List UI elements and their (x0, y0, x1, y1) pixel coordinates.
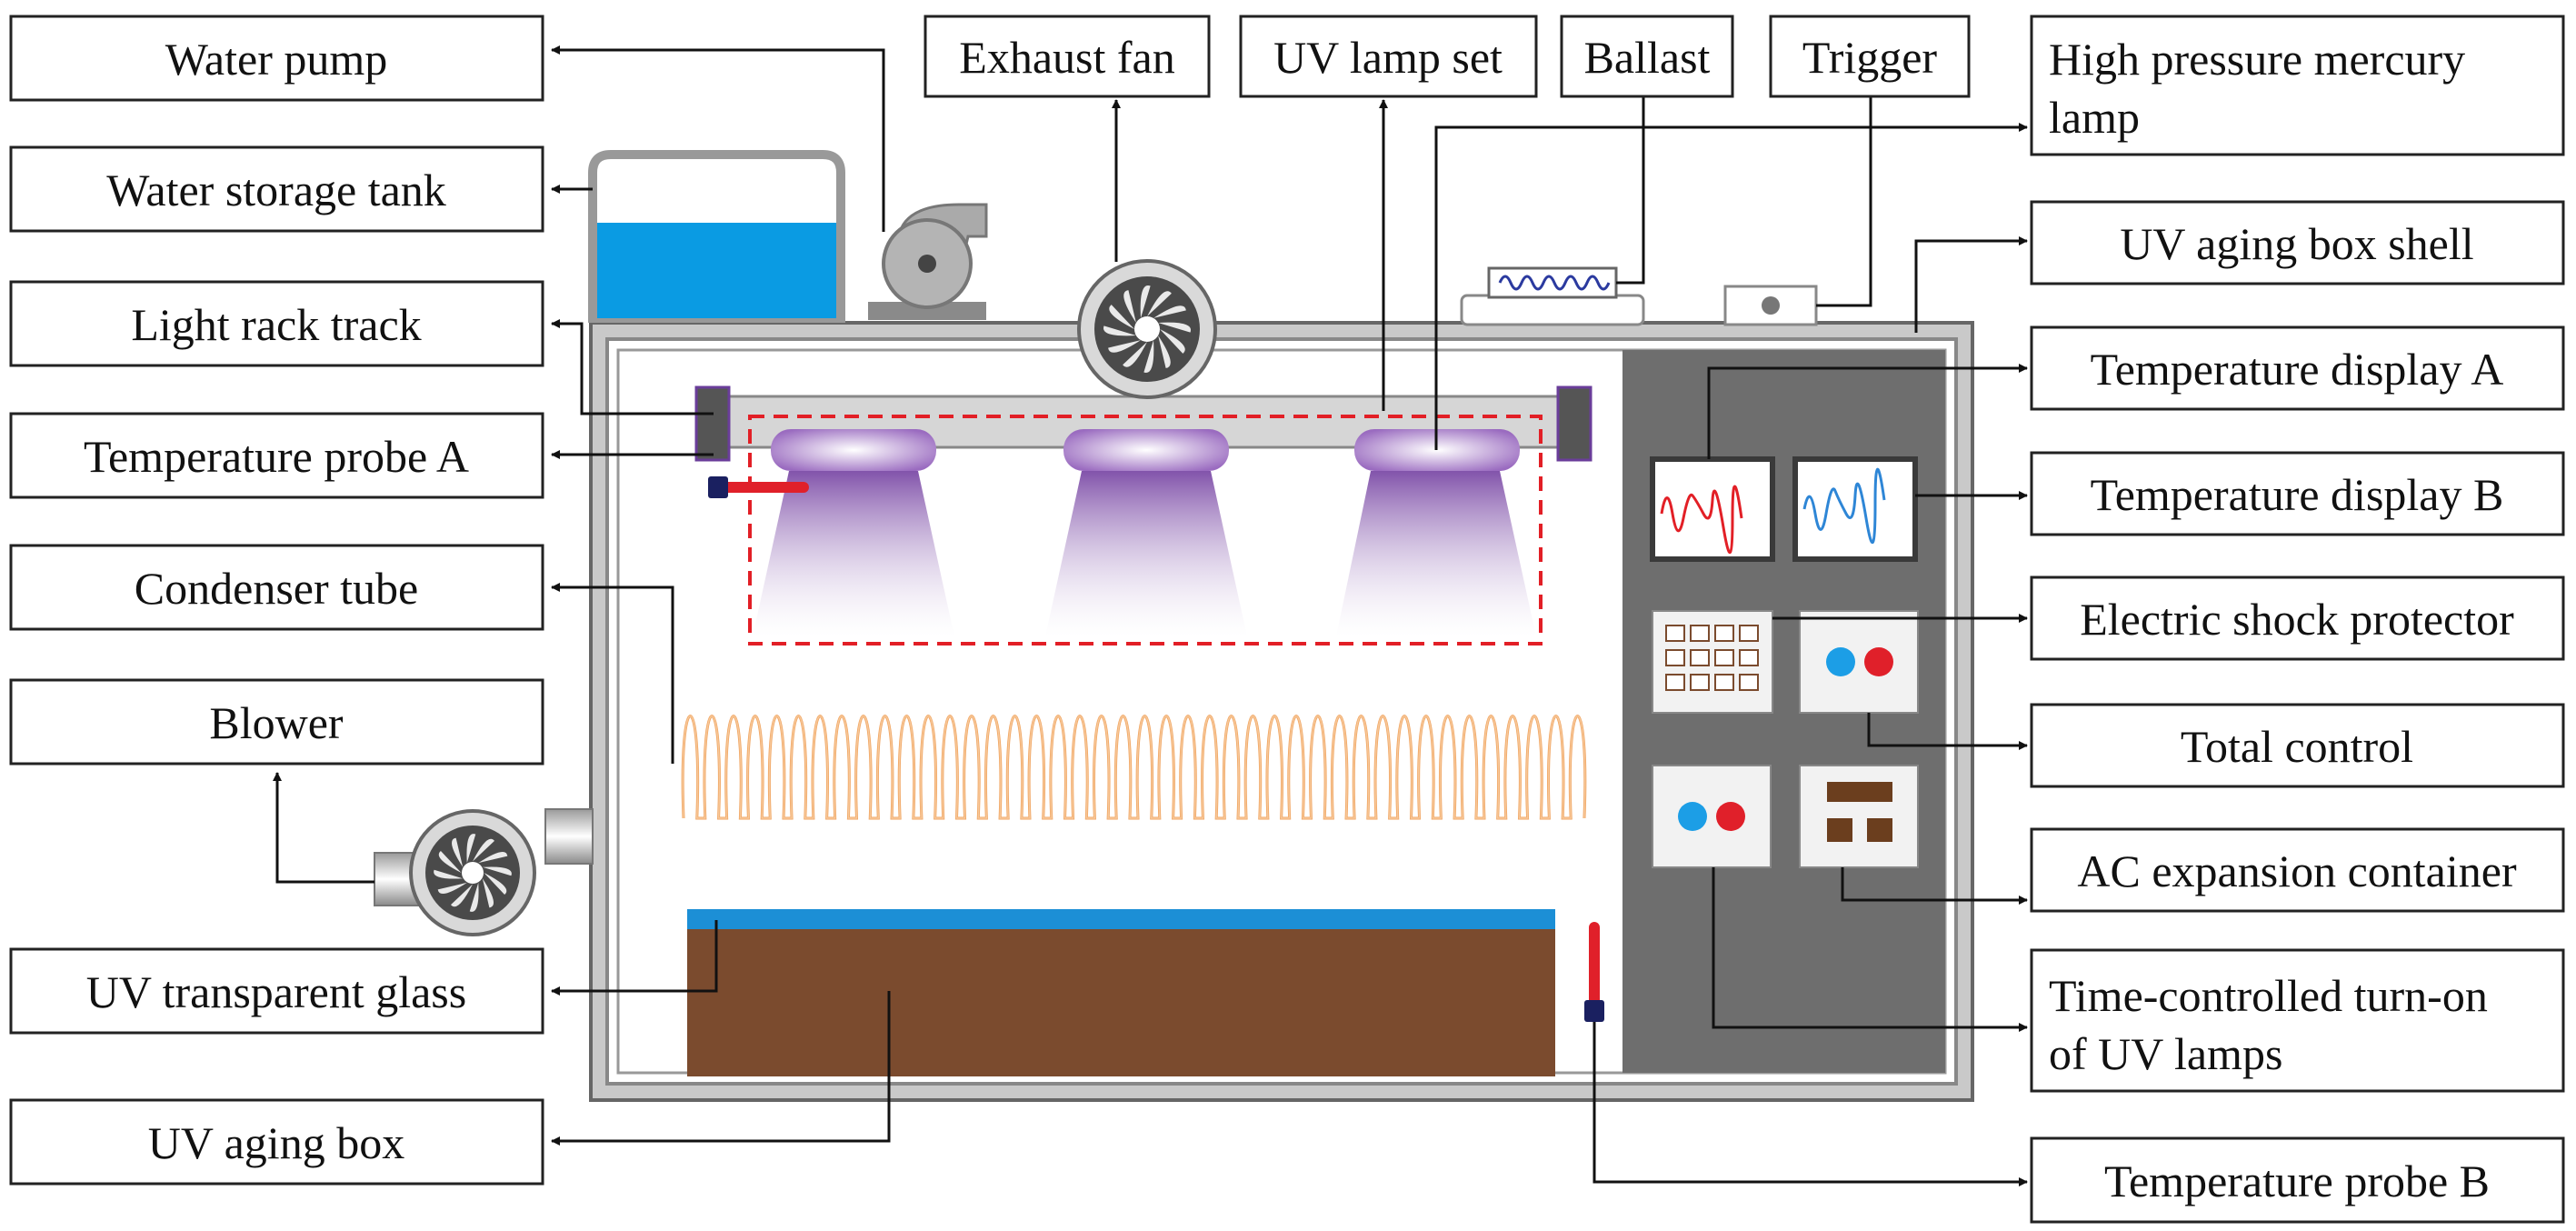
label-uv-aging-box-shell: UV aging box shell (2030, 200, 2565, 285)
electric-shock-protector-unit (1652, 610, 1773, 714)
control-panel (1622, 350, 1945, 1073)
water-pump (868, 203, 988, 320)
fan-blade (1153, 305, 1186, 318)
fan-blade (1123, 342, 1147, 367)
exhaust-fan (1077, 259, 1217, 399)
label-text: UV lamp set (1273, 32, 1503, 83)
label-text: Time-controlled turn-on (2049, 970, 2488, 1021)
leader-lines (273, 45, 2028, 1186)
condenser-tube (681, 715, 1587, 820)
label-water-pump: Water pump (9, 15, 544, 102)
label-text: Water storage tank (106, 165, 446, 215)
label-text: lamp (2049, 92, 2140, 143)
label-uv-lamp-set: UV lamp set (1239, 15, 1538, 98)
label-light-rack-track: Light rack track (9, 280, 544, 367)
label-ac-expansion-container: AC expansion container (2030, 827, 2565, 913)
label-text: of UV lamps (2049, 1028, 2282, 1079)
label-text: Condenser tube (135, 563, 418, 614)
fan-blade (1158, 335, 1171, 368)
label-text: Temperature display B (2091, 469, 2504, 520)
uv-irradiation-zone (748, 415, 1543, 646)
label-temperature-probe-b: Temperature probe B (2030, 1136, 2565, 1224)
fan-blade (1160, 329, 1185, 354)
ac-expansion-container-unit (1799, 765, 1919, 868)
temperature-probe-a (708, 476, 809, 498)
label-text: Blower (209, 697, 344, 748)
temperature-display-b-screen (1792, 456, 1918, 562)
fan-blade (1140, 285, 1151, 318)
label-electric-shock-protector: Electric shock protector (2030, 575, 2565, 661)
label-text: Temperature probe B (2104, 1156, 2490, 1206)
label-text: UV transparent glass (86, 966, 466, 1017)
fan-blade (484, 873, 507, 895)
fan-blade (1158, 322, 1192, 333)
label-text: Temperature display A (2091, 344, 2504, 395)
total-control-unit (1799, 610, 1919, 714)
fan-blade (438, 851, 462, 873)
uv-lamp (771, 429, 936, 471)
fan-blade (437, 882, 467, 894)
temperature-display-a-screen (1650, 456, 1775, 562)
label-blower: Blower (9, 678, 544, 766)
label-trigger: Trigger (1769, 15, 1971, 98)
trigger (1723, 285, 1818, 326)
fan-blade (1123, 290, 1136, 323)
fan-blade (434, 869, 464, 879)
ballast (1460, 266, 1645, 326)
label-time-controlled-turn-on: Time-controlled turn-on of UV lamps (2030, 948, 2565, 1093)
label-temperature-display-a: Temperature display A (2030, 325, 2565, 411)
label-temperature-display-b: Temperature display B (2030, 451, 2565, 536)
label-text: Total control (2181, 721, 2413, 772)
uv-transparent-glass (687, 909, 1555, 929)
label-high-pressure-mercury-lamp: High pressure mercury lamp (2030, 15, 2565, 156)
label-total-control: Total control (2030, 703, 2565, 788)
fan-blade (451, 884, 473, 907)
label-text: Electric shock protector (2080, 594, 2514, 645)
fan-blade (482, 866, 512, 876)
blower (374, 808, 594, 936)
temperature-probe-b (1584, 922, 1604, 1022)
fan-blade (452, 837, 464, 867)
label-text: Exhaust fan (959, 32, 1174, 83)
fan-blade (1143, 340, 1154, 374)
fan-blade (1108, 340, 1141, 353)
time-controlled-unit (1652, 765, 1772, 868)
water-storage-tank (588, 150, 845, 323)
fan-blade (482, 878, 494, 908)
uv-aging-box (687, 909, 1555, 1076)
label-condenser-tube: Condenser tube (9, 544, 544, 631)
label-temperature-probe-a: Temperature probe A (9, 412, 544, 499)
label-text: Temperature probe A (84, 431, 469, 482)
label-text: Ballast (1584, 32, 1711, 83)
fan-blade (469, 882, 479, 912)
uv-lamp (1063, 429, 1229, 471)
label-uv-aging-box: UV aging box (9, 1098, 544, 1186)
fan-blade (1147, 291, 1172, 316)
label-text: Light rack track (131, 299, 421, 350)
label-text: Water pump (165, 34, 388, 85)
label-text: AC expansion container (2077, 846, 2517, 896)
label-ballast: Ballast (1560, 15, 1734, 98)
label-exhaust-fan: Exhaust fan (924, 15, 1211, 98)
label-text: UV aging box shell (2120, 218, 2473, 269)
fan-blade (478, 852, 508, 864)
label-text: UV aging box (148, 1117, 404, 1168)
label-uv-transparent-glass: UV transparent glass (9, 947, 544, 1035)
fan-blade (466, 834, 476, 864)
label-water-storage-tank: Water storage tank (9, 145, 544, 233)
fan-blade (1103, 325, 1136, 336)
label-text: High pressure mercury (2049, 34, 2465, 85)
fan-blade (1109, 305, 1134, 329)
label-text: Trigger (1802, 32, 1938, 83)
uv-lamp-set (753, 429, 1536, 636)
fan-blade (473, 838, 494, 862)
